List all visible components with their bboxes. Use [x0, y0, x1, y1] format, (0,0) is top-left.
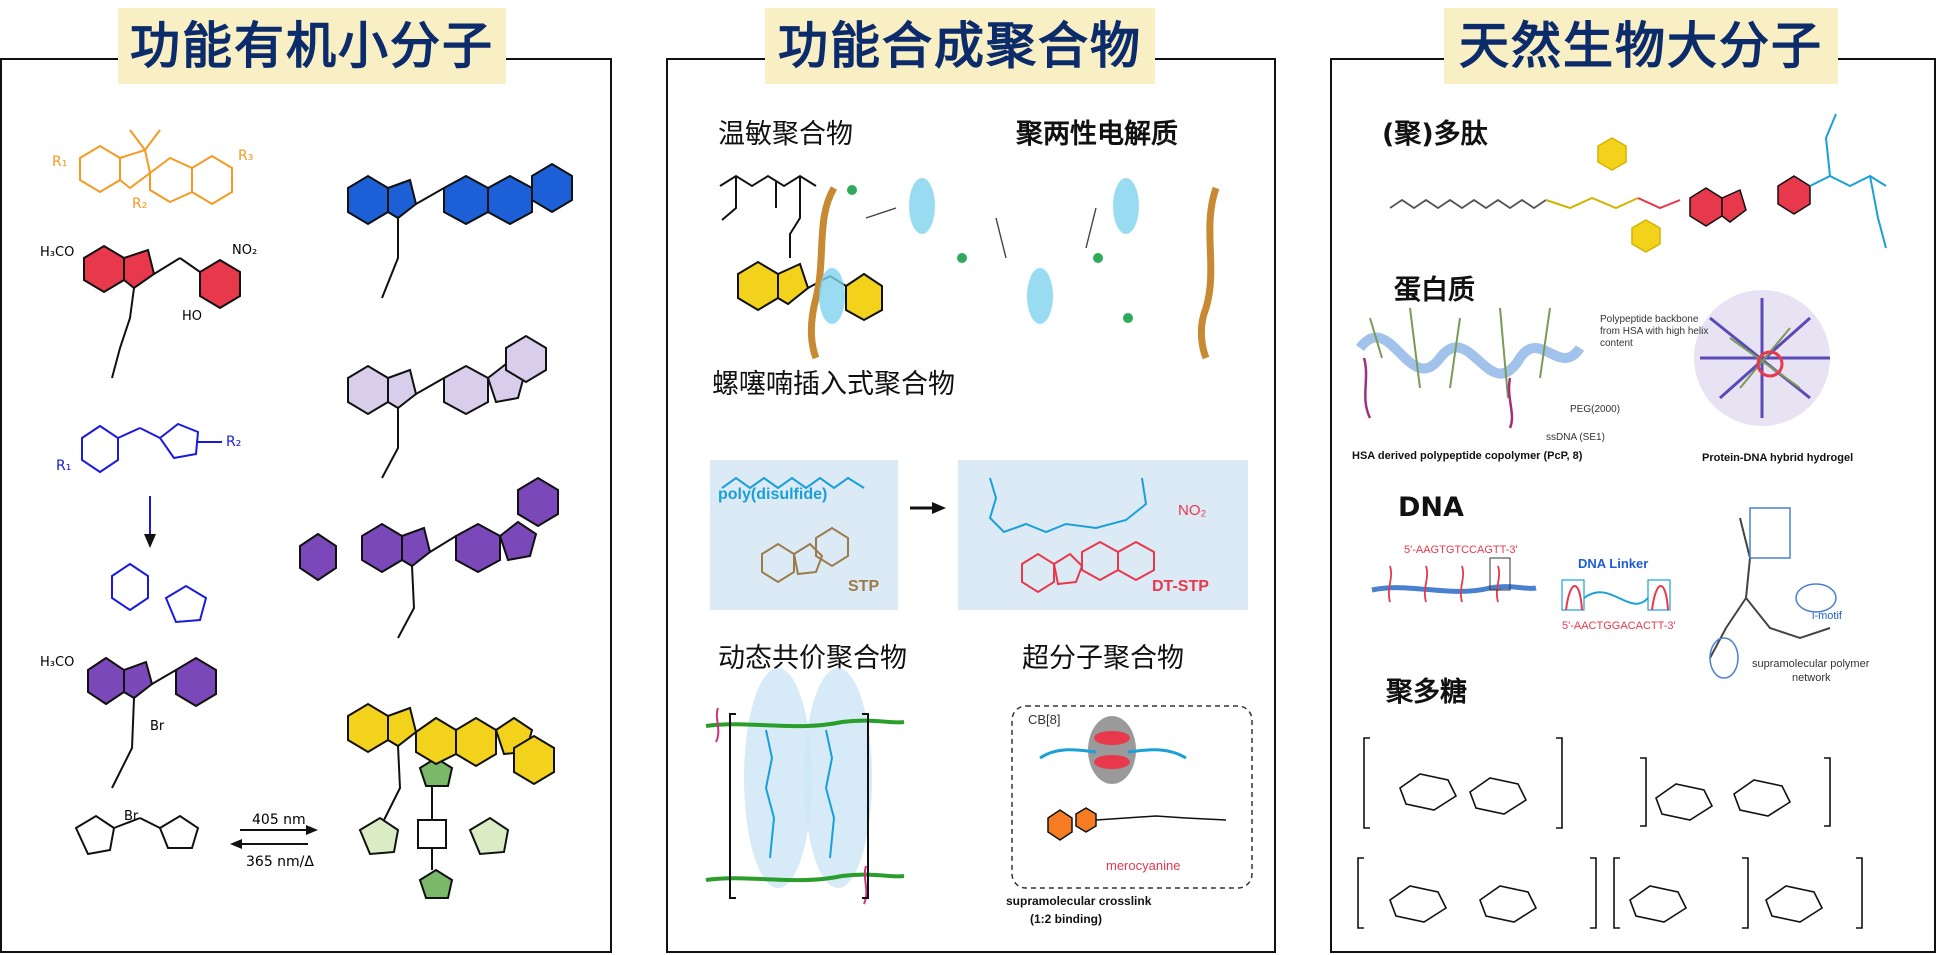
hsa-caption: HSA derived polypeptide copolymer (PcP, …	[1352, 450, 1583, 462]
supramolecular-crosslink-caption: supramolecular crosslink	[1006, 894, 1152, 908]
arrow-right-head	[306, 825, 318, 835]
dna-linker-label: DNA Linker	[1578, 556, 1649, 571]
r1-label: R₁	[52, 154, 67, 170]
poly-disulfide-label: poly(disulfide)	[718, 486, 828, 503]
peg-label: PEG(2000)	[1570, 404, 1621, 415]
label-supramolecular-polymer: 超分子聚合物	[1022, 643, 1184, 674]
label-protein: 蛋白质	[1394, 275, 1475, 306]
cyclobutane-dimer	[358, 756, 510, 899]
label-spirothiopyran-polymer: 螺噻喃插入式聚合物	[712, 369, 955, 400]
r3-label: R₃	[238, 148, 253, 164]
azo-pyrazole	[81, 422, 222, 624]
dna-linker-graphic	[1561, 579, 1671, 611]
red-merocyanine	[83, 244, 241, 379]
arrow-head-down	[144, 534, 156, 548]
h3co-label-1: H₃CO	[40, 245, 74, 260]
photo-off-label: 365 nm/Δ	[246, 854, 314, 870]
label-thermo-polymer: 温敏聚合物	[718, 119, 853, 150]
dynamic-covalent-graphic	[705, 668, 905, 905]
arrow-left-head	[230, 839, 242, 849]
cb8-label: CB[8]	[1028, 712, 1061, 727]
purple-merocyanine	[87, 656, 217, 789]
protein-dna-hydrogel-graphic	[1694, 290, 1830, 426]
blue-phenothiazine	[347, 162, 573, 299]
polysaccharide-structures	[1357, 737, 1863, 929]
thermo-polymer-structure	[719, 174, 817, 258]
stp-label: STP	[848, 578, 880, 595]
thiazole-switch	[74, 814, 308, 856]
yellow-spiro	[347, 702, 555, 821]
biomacromolecule-graphics	[1356, 113, 1887, 929]
dna-seq1: 5'-AAGTGTCCAGTT-3'	[1404, 544, 1518, 556]
thermo-yellow-indole	[737, 260, 883, 322]
purple-carbazole	[299, 476, 559, 639]
label-polyampholyte: 聚两性电解质	[1016, 119, 1178, 150]
i-motif-label: i-motif	[1812, 610, 1842, 622]
cb8-barrel	[1088, 716, 1136, 784]
ho-label-1: HO	[182, 309, 202, 324]
stp-molecule	[761, 526, 849, 584]
polyampholyte-graphic	[807, 178, 1220, 360]
dt-stp-label: DT-STP	[1152, 578, 1209, 595]
synthetic-polymer-graphics	[705, 174, 1253, 905]
i-motif-network-graphic	[1709, 507, 1837, 679]
network-label-1: supramolecular polymer	[1752, 658, 1870, 670]
panel-title-natural-macromolecules: 天然生物大分子	[1444, 8, 1838, 84]
h3co-label-2: H₃CO	[40, 655, 74, 670]
panel-natural-macromolecules	[1330, 58, 1936, 953]
ssdna-label: ssDNA (SE1)	[1546, 432, 1605, 443]
dt-stp-molecule	[1021, 540, 1155, 594]
orange-spiropyran	[79, 129, 233, 206]
merocyanine-label: merocyanine	[1106, 858, 1181, 873]
label-polypeptide: (聚)多肽	[1382, 119, 1488, 150]
hydrogel-caption: Protein-DNA hybrid hydrogel	[1702, 452, 1854, 464]
label-polysaccharide: 聚多糖	[1386, 677, 1467, 708]
no2-label-1: NO₂	[232, 243, 257, 258]
dna-strand-graphic	[1371, 557, 1537, 603]
lavender-carbazole	[347, 334, 547, 479]
label-dynamic-covalent-polymer: 动态共价聚合物	[718, 643, 907, 674]
supramolecular-box	[1011, 705, 1253, 889]
panel-title-synthetic-polymers: 功能合成聚合物	[765, 8, 1155, 84]
photo-on-label: 405 nm	[252, 812, 306, 828]
dt-stp-box	[958, 460, 1248, 610]
label-dna: DNA	[1398, 492, 1464, 523]
panel-title-small-molecules: 功能有机小分子	[118, 8, 506, 84]
r2-label: R₂	[132, 196, 147, 212]
poly-disulfide-box	[710, 460, 898, 610]
network-label-2: network	[1792, 672, 1831, 684]
binding-caption: (1:2 binding)	[1030, 912, 1102, 926]
hsa-note: Polypeptide backbone from HSA with high …	[1600, 314, 1709, 349]
br-label-1: Br	[150, 719, 165, 734]
small-molecule-structures: R₁ R₂ R₃ H₃CO NO₂ HO R₁ R₂ H₃CO Br Br	[40, 129, 573, 899]
dna-seq2: 5'-AACTGGACACTT-3'	[1562, 620, 1676, 632]
r1-label-azo: R₁	[56, 458, 71, 474]
r2-label-azo: R₂	[226, 434, 241, 450]
hsa-polypeptide-graphic	[1356, 307, 1585, 429]
peptide-chain	[1389, 113, 1887, 253]
dt-stp-no2-label: NO₂	[1178, 502, 1207, 519]
